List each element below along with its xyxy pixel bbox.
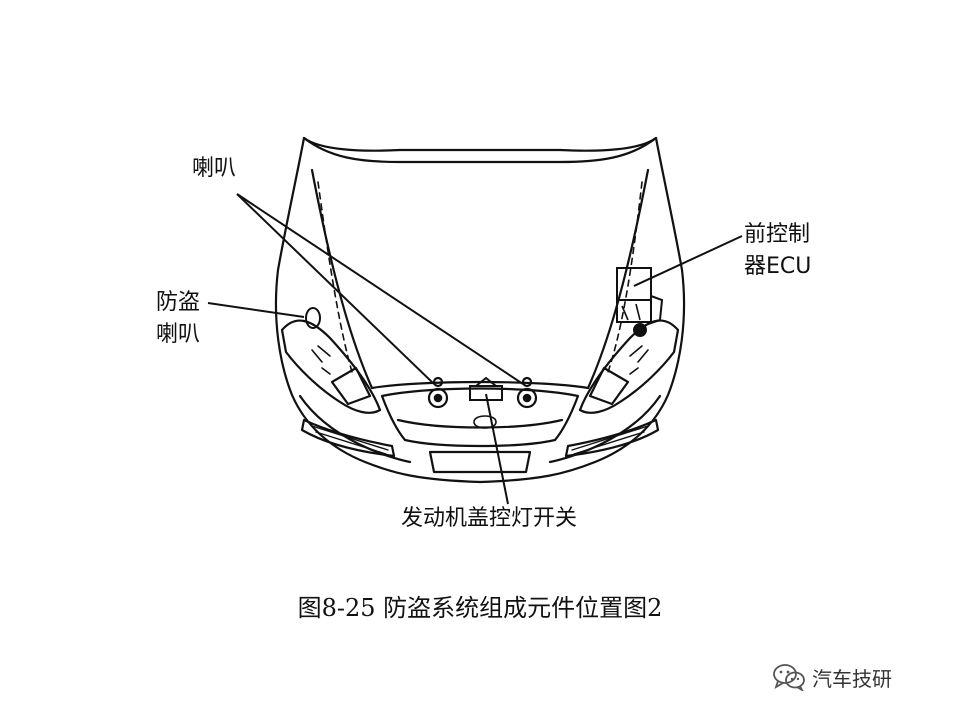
- left-headlamp: [280, 319, 382, 414]
- front-ecu: [616, 267, 664, 337]
- label-front-ecu: 前控制 器ECU: [744, 219, 811, 283]
- horn-left: [427, 376, 449, 409]
- hood-outline: [302, 136, 658, 164]
- leader-ecu: [633, 235, 743, 287]
- leader-alarm: [207, 302, 305, 318]
- label-alarm-horn-line2: 喇叭: [156, 322, 201, 347]
- label-horn: 喇叭: [192, 156, 237, 181]
- grille: [380, 387, 580, 448]
- alarm-horn: [305, 307, 321, 329]
- label-hood-switch: 发动机盖控灯开关: [401, 506, 578, 531]
- wechat-icon: [773, 664, 805, 691]
- label-alarm-horn-line1: 防盗: [156, 290, 201, 315]
- left-fog-bay: [300, 418, 396, 458]
- label-front-ecu-line2: 器ECU: [744, 254, 812, 279]
- leader-horn-to-left: [236, 193, 435, 385]
- label-alarm-horn: 防盗 喇叭: [156, 287, 200, 351]
- lower-intake: [428, 450, 532, 474]
- car-body-outline: [274, 136, 686, 484]
- watermark-text: 汽车技研: [812, 666, 892, 691]
- hood-switch: [469, 376, 503, 429]
- figure-caption: 图8-25 防盗系统组成元件位置图2: [297, 594, 663, 622]
- hood-dashed-left: [317, 181, 353, 373]
- right-fog-bay: [564, 418, 660, 458]
- leader-horn-to-right: [236, 193, 524, 385]
- right-headlamp: [578, 319, 680, 414]
- leader-switch: [485, 393, 509, 505]
- watermark: 汽车技研: [772, 662, 892, 692]
- leader-lines: [207, 193, 743, 505]
- label-front-ecu-line1: 前控制: [744, 222, 811, 247]
- horn-right: [516, 376, 538, 409]
